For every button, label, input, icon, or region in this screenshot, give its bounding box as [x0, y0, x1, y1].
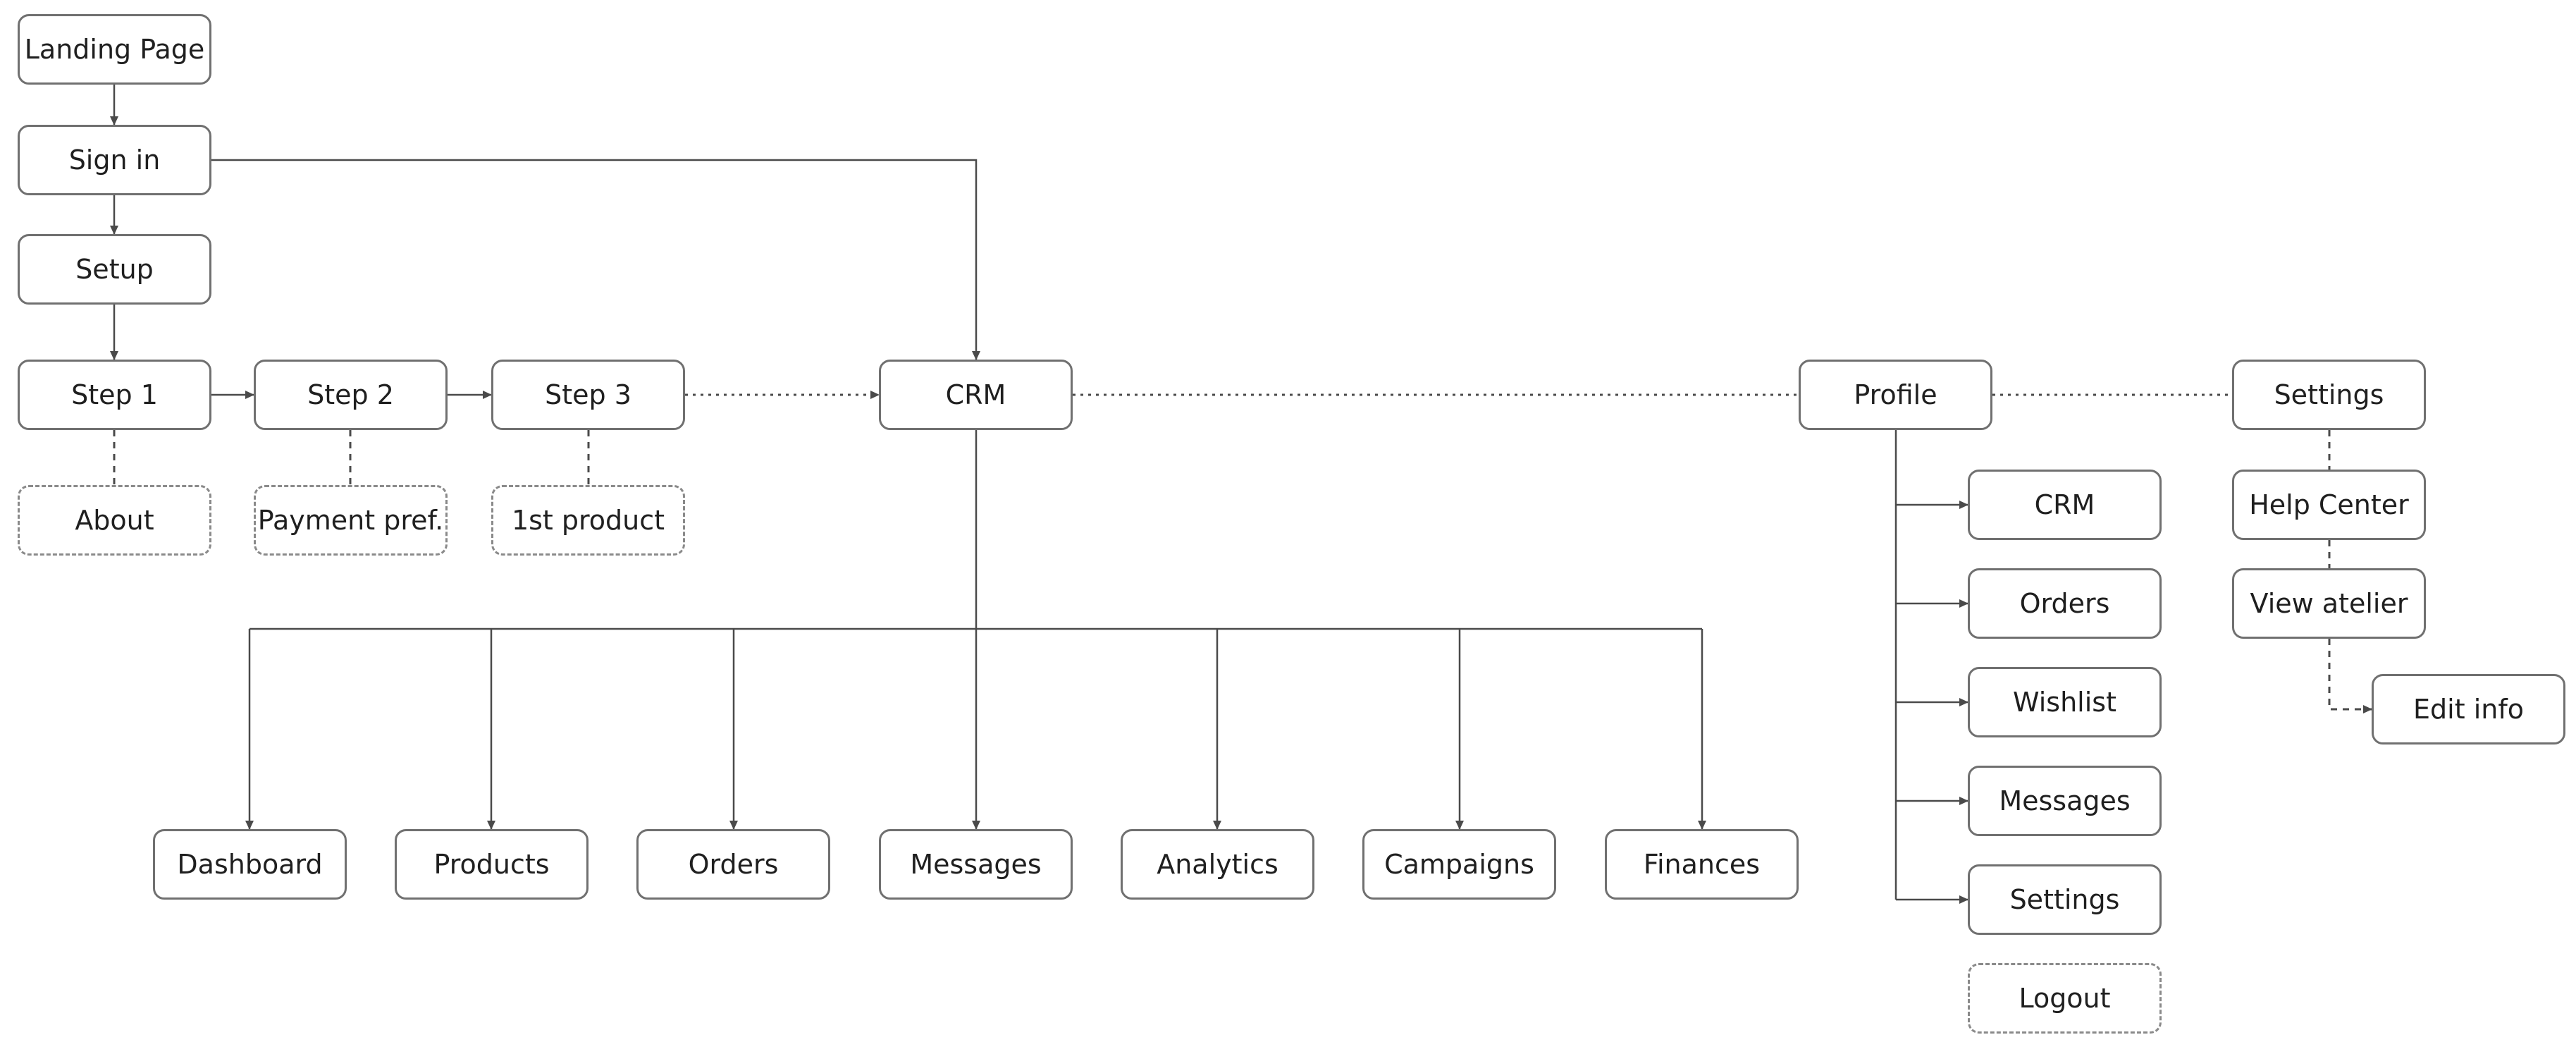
node-products: Products: [395, 829, 588, 900]
node-messages: Messages: [879, 829, 1073, 900]
node-settings: Settings: [2232, 360, 2426, 430]
edge-signin-crm: [211, 159, 980, 360]
node-orders: Orders: [636, 829, 830, 900]
node-view-atelier: View atelier: [2232, 568, 2426, 639]
node-profile-wishlist: Wishlist: [1968, 667, 2162, 737]
node-profile-messages: Messages: [1968, 766, 2162, 836]
node-dashboard: Dashboard: [153, 829, 347, 900]
node-step-3: Step 3: [491, 360, 685, 430]
node-first-product: 1st product: [491, 485, 685, 556]
node-finances: Finances: [1605, 829, 1799, 900]
node-edit-info: Edit info: [2372, 674, 2565, 744]
node-about: About: [18, 485, 211, 556]
node-profile-orders: Orders: [1968, 568, 2162, 639]
node-sign-in: Sign in: [18, 125, 211, 195]
node-profile-crm: CRM: [1968, 470, 2162, 540]
node-landing-page: Landing Page: [18, 14, 211, 85]
node-campaigns: Campaigns: [1362, 829, 1556, 900]
node-help-center: Help Center: [2232, 470, 2426, 540]
node-crm: CRM: [879, 360, 1073, 430]
node-step-1: Step 1: [18, 360, 211, 430]
edge-viewatelier-editinfo: [2328, 639, 2372, 713]
node-profile: Profile: [1799, 360, 1992, 430]
node-profile-settings: Settings: [1968, 864, 2162, 935]
node-profile-logout: Logout: [1968, 963, 2162, 1034]
node-analytics: Analytics: [1121, 829, 1314, 900]
node-payment-pref: Payment pref.: [254, 485, 448, 556]
node-step-2: Step 2: [254, 360, 448, 430]
node-setup: Setup: [18, 234, 211, 305]
